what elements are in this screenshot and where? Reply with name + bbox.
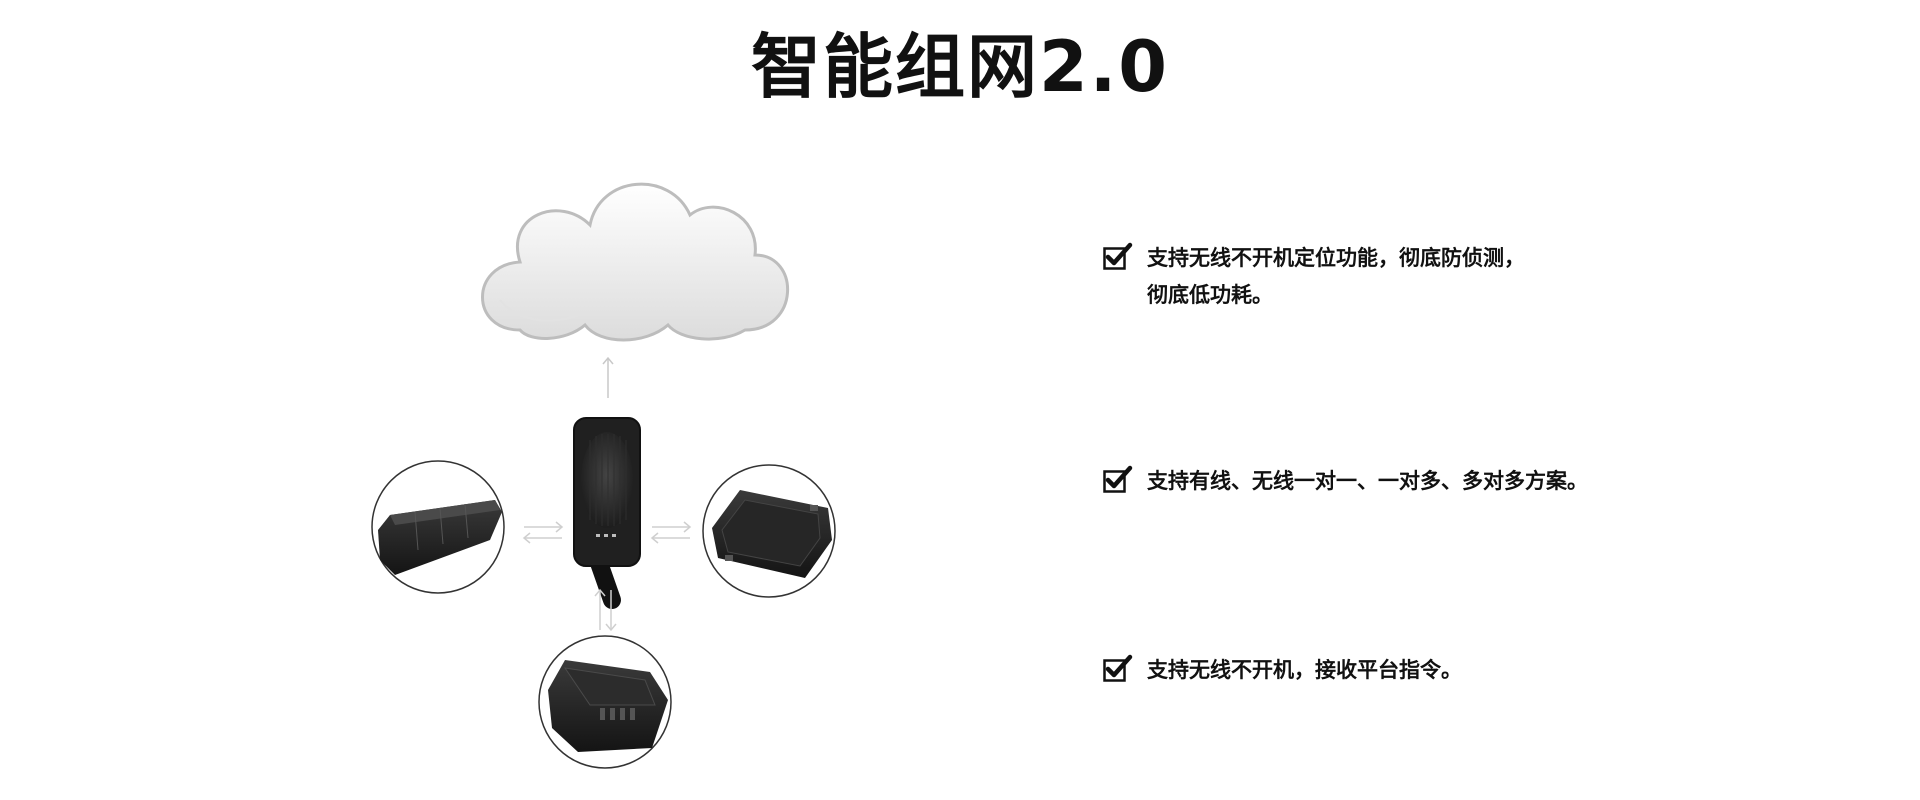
checkbox-checked-icon bbox=[1103, 654, 1133, 682]
device-left bbox=[371, 460, 505, 594]
device-bottom bbox=[538, 635, 672, 769]
feature-list: 支持无线不开机定位功能，彻底防侦测， 彻底低功耗。 支持有线、无线一对一、一对多… bbox=[1103, 0, 1803, 800]
feature-text-line: 支持有线、无线一对一、一对多、多对多方案。 bbox=[1147, 469, 1588, 493]
feature-item: 支持无线不开机定位功能，彻底防侦测， 彻底低功耗。 bbox=[1103, 240, 1525, 314]
feature-item: 支持无线不开机，接收平台指令。 bbox=[1103, 652, 1462, 689]
feature-text-line: 支持无线不开机定位功能，彻底防侦测， bbox=[1147, 246, 1525, 270]
feature-text-line: 彻底低功耗。 bbox=[1147, 283, 1273, 307]
bidirectional-arrow-right-icon bbox=[650, 521, 692, 544]
page-title: 智能组网2.0 bbox=[750, 26, 1169, 108]
feature-item: 支持有线、无线一对一、一对多、多对多方案。 bbox=[1103, 463, 1588, 500]
tracker-device bbox=[573, 417, 641, 609]
checkbox-checked-icon bbox=[1103, 242, 1133, 270]
cloud-icon bbox=[481, 182, 789, 342]
checkbox-checked-icon bbox=[1103, 465, 1133, 493]
bidirectional-arrow-down-icon bbox=[594, 588, 617, 632]
device-right bbox=[702, 464, 836, 598]
arrow-up-icon bbox=[602, 356, 614, 398]
feature-text-line: 支持无线不开机，接收平台指令。 bbox=[1147, 658, 1462, 682]
bidirectional-arrow-left-icon bbox=[522, 521, 564, 544]
